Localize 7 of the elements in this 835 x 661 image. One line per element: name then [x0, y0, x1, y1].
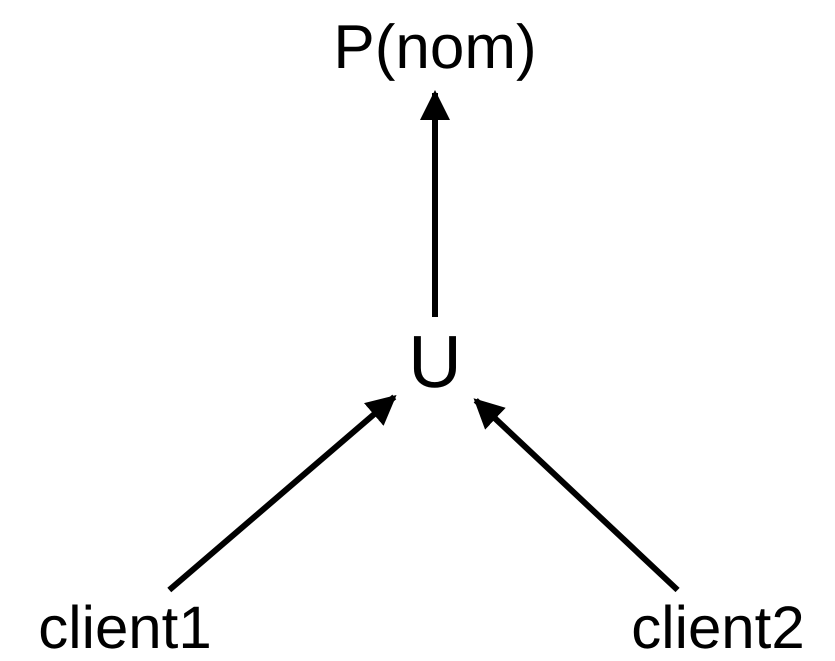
arrow [167, 394, 397, 592]
node-label: client2 [631, 598, 805, 658]
arrow [420, 90, 450, 317]
node-label: P(nom) [333, 17, 537, 79]
node-label: U [408, 325, 462, 399]
arrow [474, 398, 680, 592]
node-label: client1 [38, 598, 212, 658]
